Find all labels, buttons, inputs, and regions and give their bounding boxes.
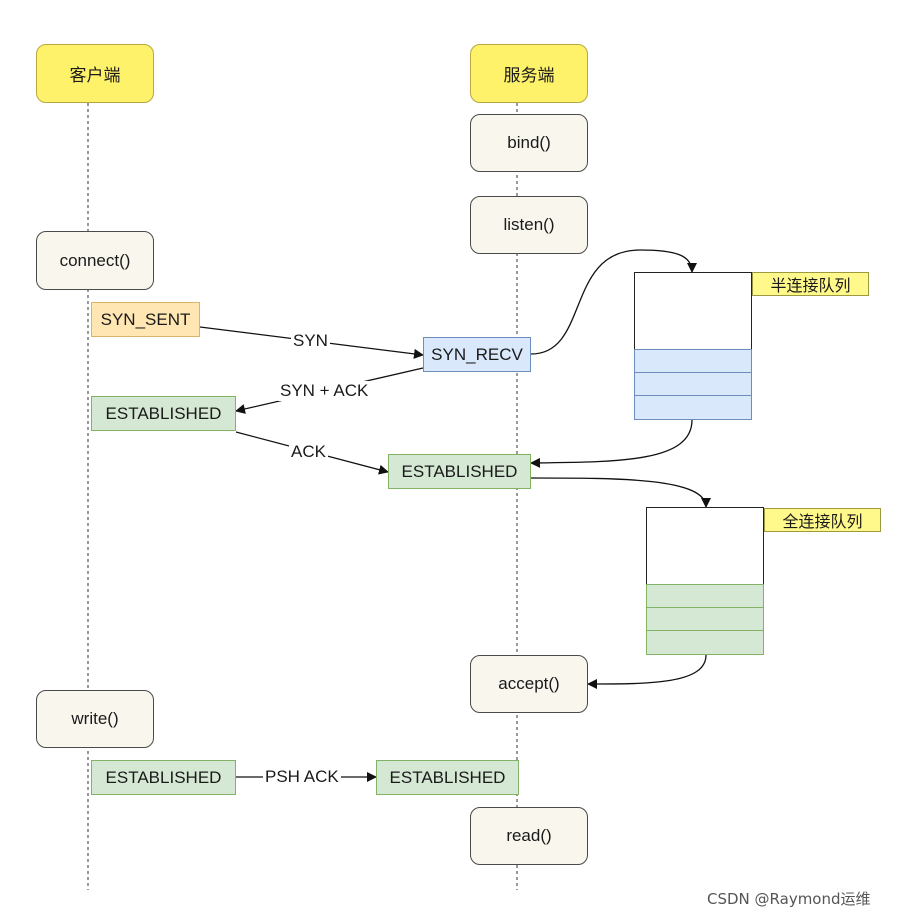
full-queue-slot: [646, 607, 764, 631]
write-call: write(): [36, 690, 154, 748]
accept-call: accept(): [470, 655, 588, 713]
watermark: CSDN @Raymond运维: [707, 890, 871, 908]
listen-call: listen(): [470, 196, 588, 254]
syn-label: SYN: [291, 331, 330, 351]
half-queue-slot: [634, 395, 752, 420]
psh-ack-label: PSH ACK: [263, 767, 341, 787]
syn-recv-state: SYN_RECV: [423, 337, 531, 372]
ack-label: ACK: [289, 442, 328, 462]
syn-ack-label: SYN + ACK: [278, 381, 371, 401]
half-queue-empty-area: [634, 272, 752, 350]
full-queue-label: 全连接队列: [764, 508, 881, 532]
syn-recv-to-half-queue-arrow: [530, 249, 697, 355]
server-established-state-2: ESTABLISHED: [376, 760, 519, 795]
connect-call: connect(): [36, 231, 154, 290]
full-queue-slot: [646, 630, 764, 655]
half-queue-slot: [634, 372, 752, 396]
bind-call: bind(): [470, 114, 588, 172]
client-lane-header: 客户端: [36, 44, 154, 103]
server-established-state: ESTABLISHED: [388, 454, 531, 489]
client-established-state: ESTABLISHED: [91, 396, 236, 431]
full-queue-slot: [646, 584, 764, 608]
established-to-full-queue-arrow: [530, 477, 711, 508]
half-queue-label: 半连接队列: [752, 272, 869, 296]
full-queue-to-accept-arrow: [587, 654, 707, 689]
half-queue-slot: [634, 349, 752, 373]
client-established-state-2: ESTABLISHED: [91, 760, 236, 795]
server-lane-header: 服务端: [470, 44, 588, 103]
full-queue-empty-area: [646, 507, 764, 585]
half-queue-to-established-arrow: [530, 419, 693, 468]
read-call: read(): [470, 807, 588, 865]
syn-sent-state: SYN_SENT: [91, 302, 200, 337]
